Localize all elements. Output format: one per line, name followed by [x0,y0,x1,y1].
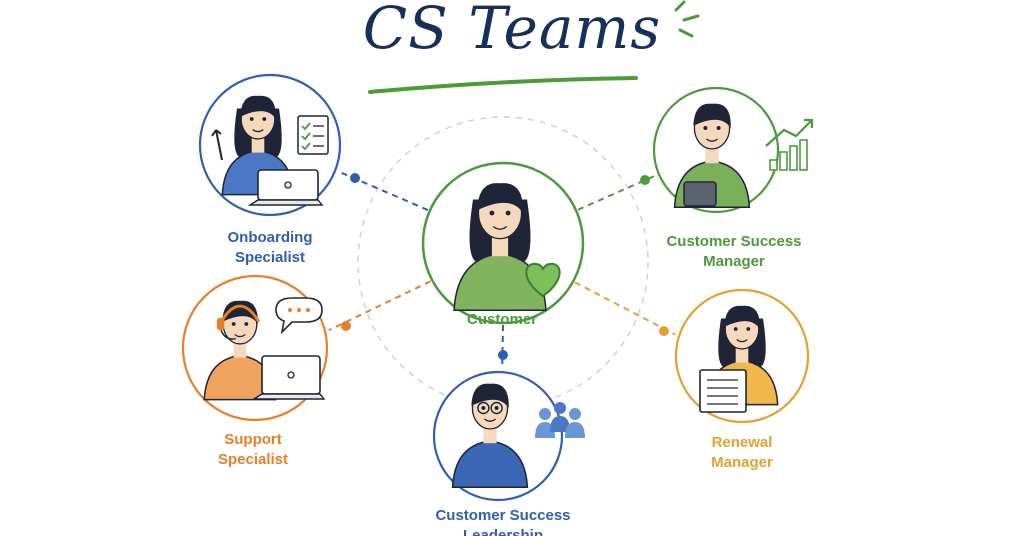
chat-bubble-icon [275,297,323,335]
checklist-icon [297,115,329,155]
avatar-onboarding-specialist [211,95,324,206]
page-title: CS Teams [362,0,662,62]
role-node-onboarding-specialist [198,73,342,217]
connector-customer-success-leadership [501,324,504,369]
role-label-customer-success-manager: Customer Success Manager [666,233,802,270]
customer-avatar [453,183,547,311]
avatar-customer-success-manager [673,103,751,208]
role-label-support-specialist: Support Specialist [217,431,289,468]
title-underline [368,76,638,94]
role-node-renewal-manager [674,288,810,424]
connector-dot-customer-success-manager [640,175,650,185]
sparkle-icon [674,0,700,38]
customer-node [421,161,585,325]
orbit-ring [357,116,649,408]
connector-dot-customer-success-leadership [498,350,508,360]
avatar-support-specialist [203,300,326,401]
connector-dot-support-specialist [341,321,351,331]
connector-dot-onboarding-specialist [350,173,360,183]
heart-icon [525,262,561,298]
role-node-customer-success-manager [652,86,814,214]
role-label-onboarding-specialist: Onboarding Specialist [227,229,313,266]
role-label-renewal-manager: Renewal Manager [711,434,773,471]
growth-chart-icon [765,118,814,171]
avatar-customer-success-leadership [451,383,529,488]
center-label: Customer [466,311,537,328]
role-node-customer-success-leadership [432,370,585,502]
role-node-support-specialist [181,274,329,422]
connector-renewal-manager [574,281,676,336]
role-label-customer-success-leadership: Customer Success Leadership [435,507,571,536]
document-icon [699,369,747,413]
connector-dot-renewal-manager [659,326,669,336]
team-icon [535,402,585,438]
